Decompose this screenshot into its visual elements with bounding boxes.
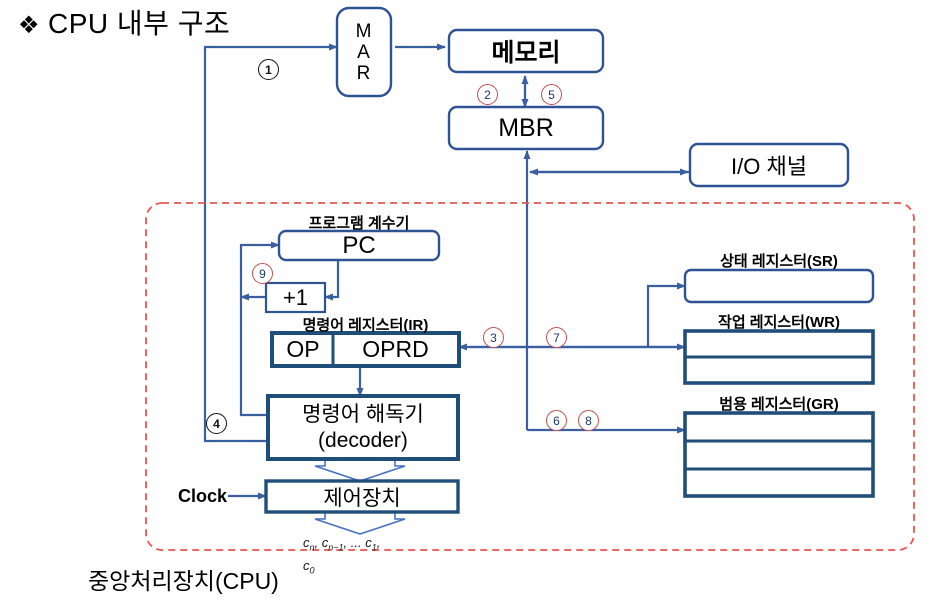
general-register-caption: 범용 레지스터(GR) [719,396,839,413]
decoder-label-line1: 명령어 해독기 [302,402,424,426]
clock-label: Clock [178,486,228,506]
step-number-2: 2 [477,84,498,105]
ir-op-label: OP [286,336,320,362]
cs-p2: , c [314,535,329,550]
path-wr-to-sr [646,282,686,347]
step-number-6: 6 [546,410,567,431]
box-mar-label: M A R [337,8,391,96]
step-number-9: 9 [252,263,273,284]
cs-p1: c [303,535,310,550]
page-title-text: CPU 내부 구조 [48,8,231,39]
mar-letter-m: M [355,20,373,42]
block-arrow-cu-to-signals [314,511,406,535]
ir-caption: 명령어 레지스터(IR) [302,317,429,334]
step-number-1: 1 [258,59,279,80]
decoder-label-line2: (decoder) [318,428,408,452]
box-status-register [683,268,875,304]
pc-caption: 프로그램 계수기 [308,215,410,232]
path-pc-to-plus1 [324,260,340,301]
cs-p4: , [376,535,381,550]
box-plus-one [264,281,327,314]
ir-oprd-label: OPRD [362,336,429,362]
path-step-4-lower [203,245,268,443]
box-memory [447,28,605,74]
cs-s5: 0 [309,565,315,576]
box-ir [270,331,461,368]
box-pc-label: PC [342,231,376,259]
work-register-caption: 작업 레지스터(WR) [718,314,840,331]
box-control-unit [264,479,460,514]
cs-p5: c [303,557,310,573]
cs-s3: 1 [371,542,377,553]
box-memory-label: 메모리 [491,39,561,67]
step-number-5: 5 [541,84,562,105]
box-general-register [683,411,875,498]
mar-letter-a: A [357,41,371,63]
step-number-4: 4 [206,413,227,434]
box-mar [335,6,393,98]
box-mbr-label: MBR [498,113,554,142]
box-io-channel-label: I/O 채널 [731,154,807,179]
box-mbr [447,105,605,151]
cs-s1: n [309,542,315,553]
cs-p3: , ... c [343,535,372,550]
box-io-channel [688,142,850,188]
cpu-boundary-label: 중앙처리장치(CPU) [88,568,279,594]
box-control-unit-label: 제어장치 [323,486,401,510]
step-number-8: 8 [578,410,599,431]
mar-letter-r: R [356,62,372,84]
path-step-4-upper [239,297,268,417]
step-number-3: 3 [483,327,504,348]
block-arrow-decoder-to-cu [314,458,406,482]
box-plus-one-label: +1 [282,284,309,310]
status-register-caption: 상태 레지스터(SR) [720,253,838,270]
step-number-7: 7 [546,327,567,348]
page-title: ❖ CPU 내부 구조 [18,8,230,42]
cpu-boundary [145,202,915,551]
box-decoder-label: 명령어 해독기 (decoder) [268,396,458,459]
cs-s2: n−1 [328,542,344,553]
bullet-icon: ❖ [18,12,41,39]
box-decoder [266,394,460,461]
control-signals-label: cn, cn−1, ... c1, c0 [303,534,453,579]
box-pc [277,229,441,262]
path-step-9-feedback [239,241,280,297]
path-step-1 [203,43,338,245]
